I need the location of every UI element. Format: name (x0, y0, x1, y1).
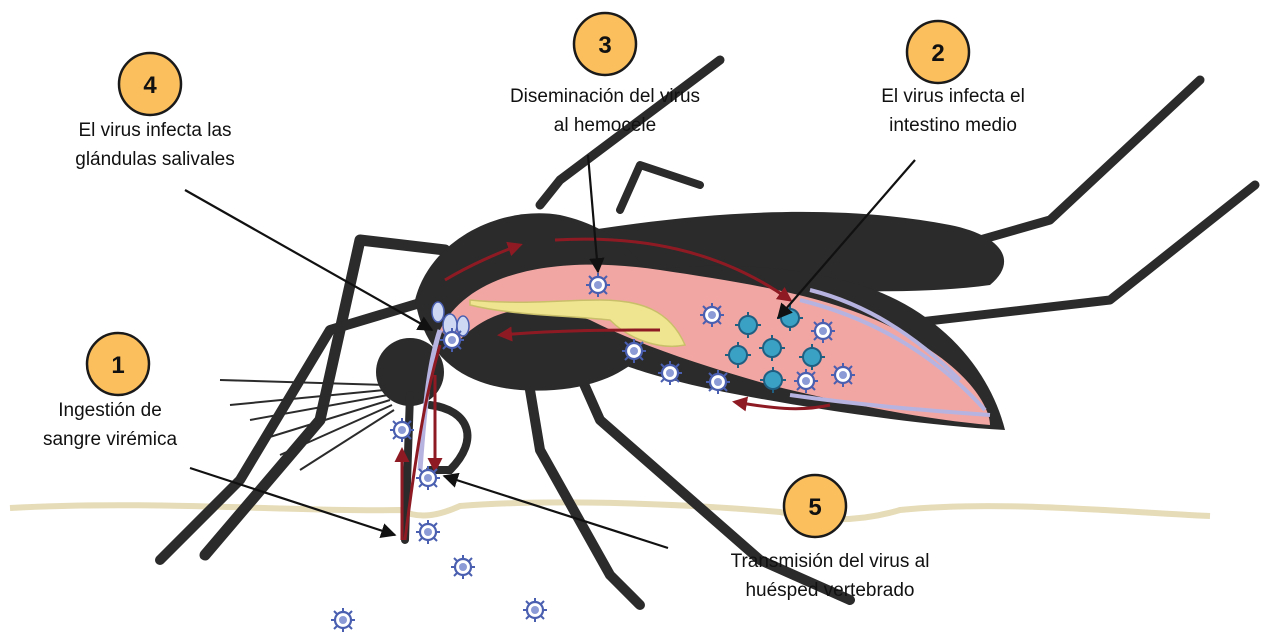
virus-particle-icon (523, 598, 547, 622)
step-number: 2 (931, 40, 944, 67)
virus-particle-icon (331, 608, 355, 632)
step-label-line: huésped vertebrado (690, 576, 970, 605)
virus-particle-icon (622, 339, 646, 363)
step-number: 4 (143, 72, 157, 99)
step-badge-3: 3 (574, 13, 636, 75)
virus-particle-icon (811, 319, 835, 343)
step-label-2: El virus infecta el intestino medio (838, 82, 1068, 140)
step-label-4: El virus infecta las glándulas salivales (35, 116, 275, 174)
step-badge-4: 4 (119, 53, 181, 115)
virus-particle-icon (416, 466, 440, 490)
step-number: 1 (111, 352, 124, 379)
virus-particle-icon (831, 363, 855, 387)
virus-particle-icon (586, 273, 610, 297)
step-label-3: Diseminación del virus al hemocele (470, 82, 740, 140)
virus-particle-icon (440, 328, 464, 352)
callout-arrow-4 (185, 190, 432, 330)
step-label-line: Diseminación del virus (470, 82, 740, 111)
step-label-line: Ingestión de (10, 396, 210, 425)
step-label-line: sangre virémica (10, 425, 210, 454)
virus-particle-icon (658, 361, 682, 385)
host-skin-line (10, 502, 1210, 519)
step-label-1: Ingestión de sangre virémica (10, 396, 210, 454)
step-label-line: El virus infecta las (35, 116, 275, 145)
step-label-line: Transmisión del virus al (690, 547, 970, 576)
step-label-line: al hemocele (470, 111, 740, 140)
virus-particle-icon (706, 370, 730, 394)
mosquito-antenna (220, 380, 394, 470)
step-label-line: glándulas salivales (35, 145, 275, 174)
step-badge-1: 1 (87, 333, 149, 395)
step-number: 3 (598, 32, 611, 59)
step-label-line: El virus infecta el (838, 82, 1068, 111)
step-badge-2: 2 (907, 21, 969, 83)
step-number: 5 (808, 494, 821, 521)
step-label-line: intestino medio (838, 111, 1068, 140)
virus-particle-icon (700, 303, 724, 327)
virus-particle-icon (794, 369, 818, 393)
virus-particle-icon (416, 520, 440, 544)
step-label-5: Transmisión del virus al huésped vertebr… (690, 547, 970, 605)
virus-particle-icon (390, 418, 414, 442)
step-badge-5: 5 (784, 475, 846, 537)
virus-particle-icon (451, 555, 475, 579)
